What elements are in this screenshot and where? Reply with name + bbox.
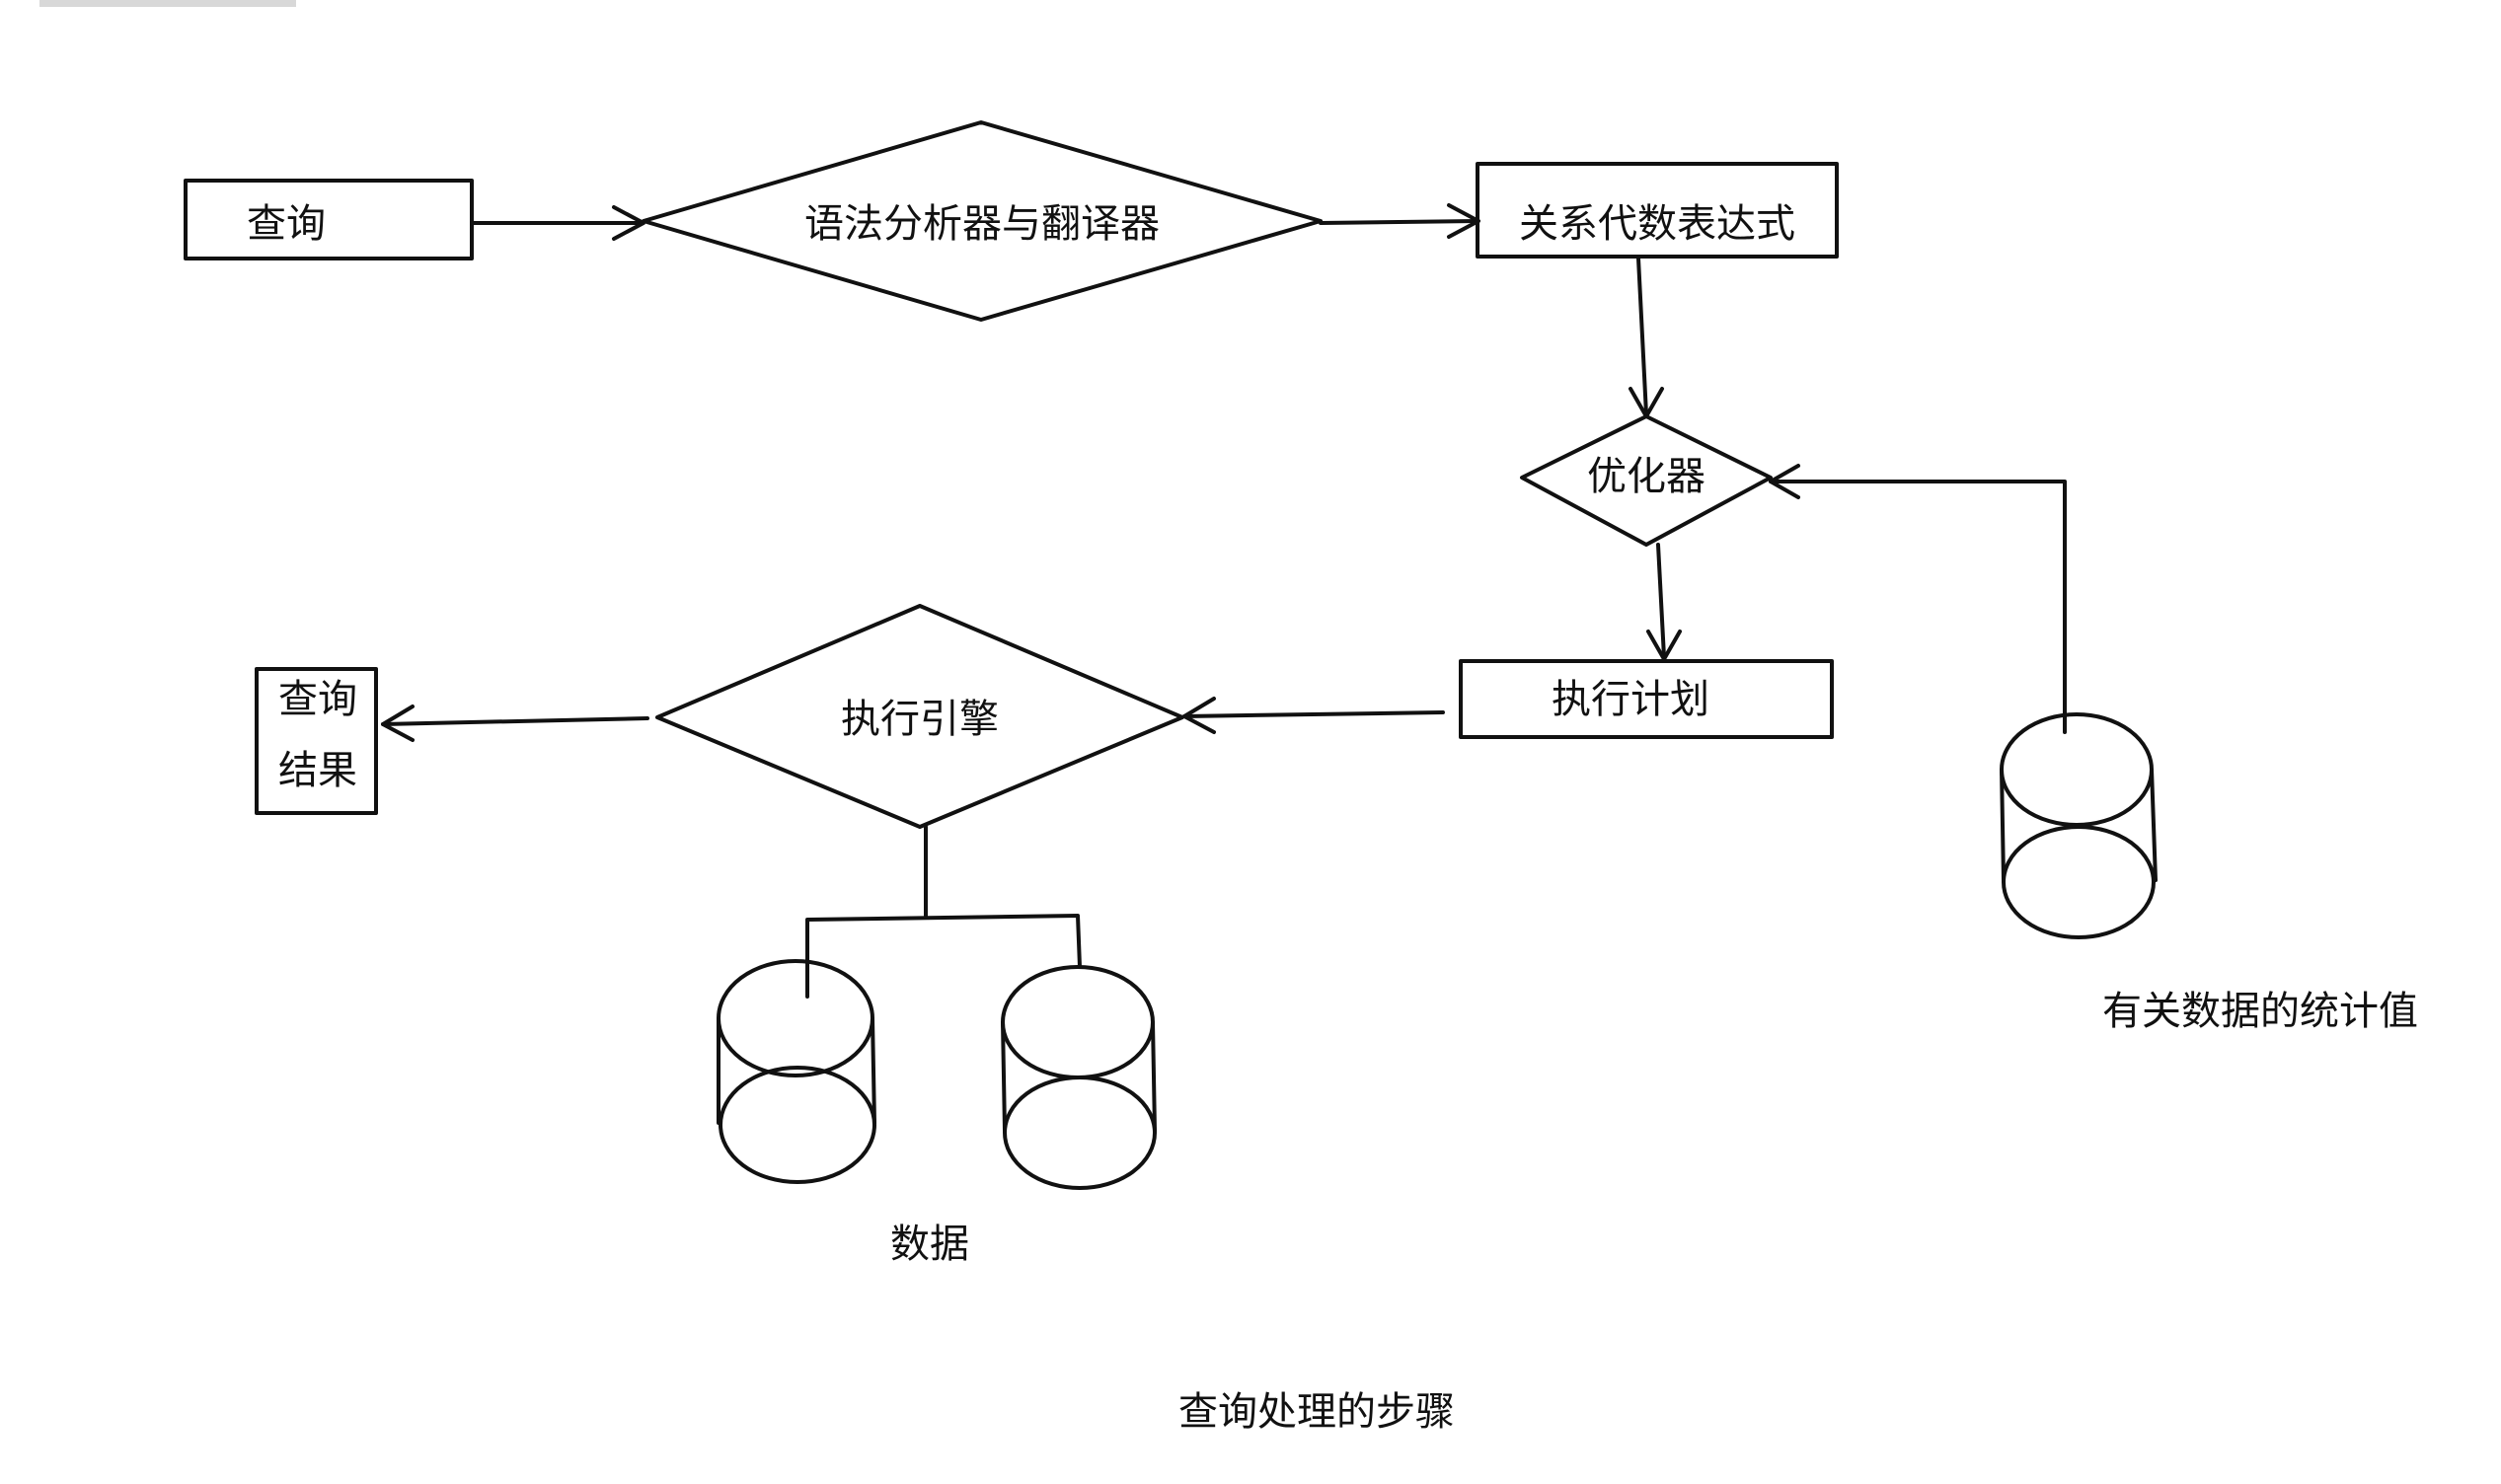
execution-plan-label: 执行计划 (1552, 677, 1709, 722)
arrow-optimizer-to-plan (1646, 543, 1682, 661)
data-store-icon (1001, 965, 1157, 1190)
arrow-query-to-parser (470, 205, 645, 241)
arrow-plan-to-engine (1182, 697, 1445, 734)
relational-algebra-box (1476, 162, 1839, 259)
data-store-icon (717, 959, 876, 1184)
data-label: 数据 (890, 1222, 969, 1267)
relational-algebra-label: 关系代数表达式 (1519, 201, 1795, 247)
optimizer-node: 优化器 (1520, 414, 1773, 547)
query-node: 查询 (184, 179, 474, 260)
arrow-algebra-to-optimizer (1629, 257, 1664, 418)
query-result-line1: 查询 (278, 677, 357, 722)
arrow-statistics-to-optimizer (1769, 464, 2067, 734)
execution-engine-node: 执行引擎 (655, 604, 1184, 829)
optimizer-label: 优化器 (1587, 454, 1705, 499)
optimizer-diamond (1520, 414, 1773, 547)
execution-plan-node: 执行计划 (1459, 659, 1834, 739)
query-result-line2: 结果 (278, 748, 357, 793)
parser-node: 语法分析器与翻译器 (642, 120, 1323, 322)
execution-plan-box (1459, 659, 1834, 739)
query-result-box (255, 667, 378, 815)
parser-label: 语法分析器与翻译器 (804, 201, 1160, 247)
engine-to-data-connector (805, 825, 1082, 999)
query-box (184, 179, 474, 260)
arrow-parser-to-algebra (1319, 203, 1480, 239)
query-result-node: 查询 结果 (255, 667, 378, 815)
arrow-engine-to-result (381, 705, 649, 742)
statistics-label: 有关数据的统计值 (2102, 989, 2418, 1034)
header-fragment (39, 0, 296, 7)
diagram-caption: 查询处理的步骤 (1178, 1389, 1455, 1435)
execution-engine-label: 执行引擎 (841, 697, 999, 742)
relational-algebra-node: 关系代数表达式 (1476, 162, 1839, 259)
execution-engine-diamond (655, 604, 1184, 829)
query-label: 查询 (247, 201, 326, 247)
statistics-store-icon (2000, 712, 2158, 939)
